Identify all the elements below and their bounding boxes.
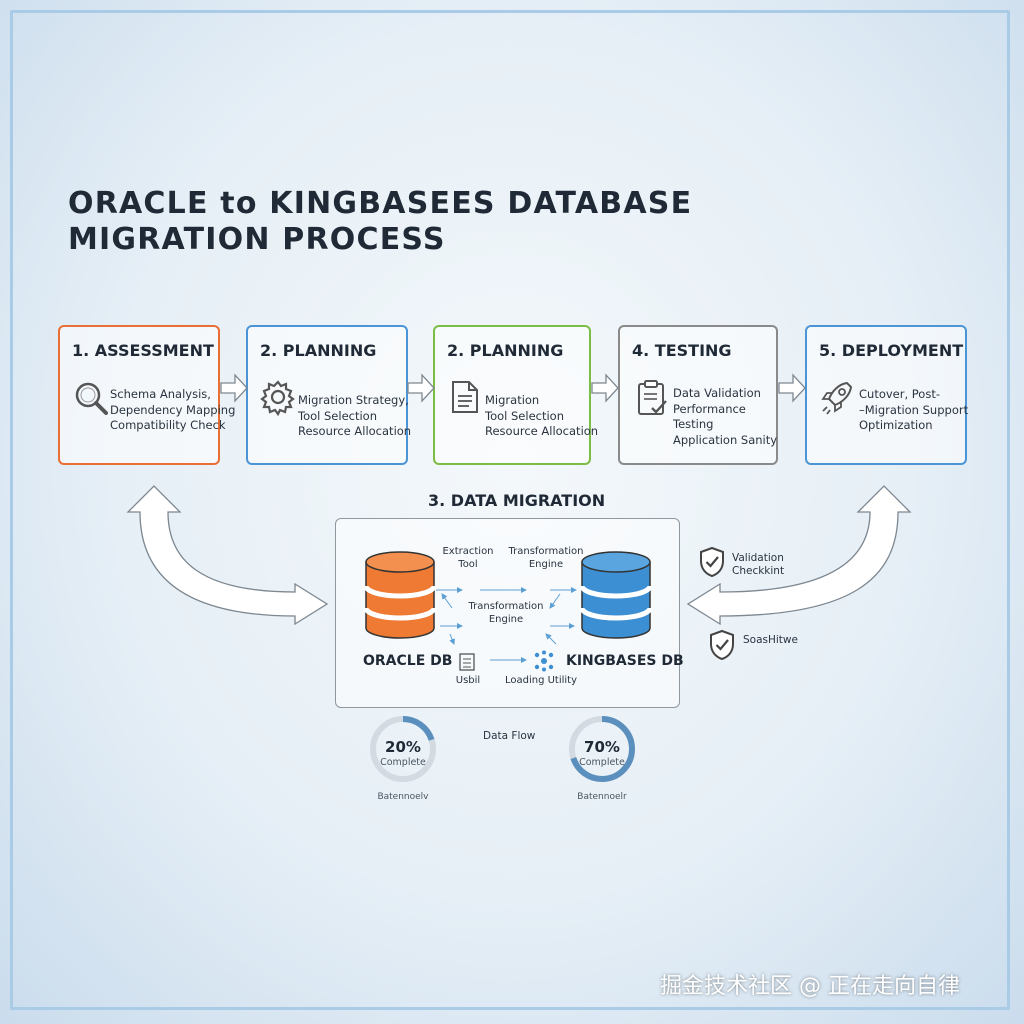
shield-check-icon (700, 546, 724, 578)
step-box-planning-2: 2. PLANNING Migration Tool Selection Res… (433, 325, 598, 465)
extraction-tool-label: Extraction Tool (436, 545, 500, 571)
page-frame (10, 10, 1010, 1010)
step-line: Application Sanity (673, 432, 778, 447)
step-details: Migration Tool Selection Resource Alloca… (485, 393, 598, 440)
label-line: Engine (488, 614, 524, 625)
gear-icon (260, 380, 295, 417)
step-line: Performance (673, 401, 746, 416)
step-title: 2. PLANNING (447, 341, 564, 360)
step-title: 5. DEPLOYMENT (819, 341, 964, 360)
arrow-right-icon (220, 373, 248, 403)
page-title: ORACLE to KINGBASEES DATABASE MIGRATION … (68, 186, 692, 258)
step-line: Schema Analysis, (110, 387, 211, 401)
data-flow-label: Data Flow (483, 730, 536, 742)
step-details: Cutover, Post- –Migration Support Optimi… (859, 387, 968, 434)
kingbase-database-icon (579, 551, 653, 639)
transformation-engine-mid-label: Transformation Engine (467, 600, 545, 626)
step-details: Migration Strategy, Tool Selection Resou… (298, 393, 411, 440)
progress-left-sub: Complete (380, 757, 426, 768)
step-box-planning: 2. PLANNING Migration Strategy, Tool Sel… (246, 325, 411, 465)
step-line: Migration Strategy, (298, 393, 409, 407)
step-box-testing: 4. TESTING Data Validation Performance T… (618, 325, 778, 465)
progress-right-sub: Complete (579, 757, 625, 768)
step-details: Data Validation Performance Testing Appl… (673, 386, 777, 448)
validation-checkpoint-label: Validation Checkkint (732, 552, 784, 578)
data-migration-title: 3. DATA MIGRATION (428, 491, 606, 510)
arrow-right-icon (407, 373, 435, 403)
rocket-icon (821, 381, 853, 415)
progress-left-caption: Batennoelv (377, 792, 429, 802)
usbil-label: Usbil (455, 675, 481, 686)
target-db-label: KINGBASES DB (566, 653, 684, 669)
step-title: 4. TESTING (632, 341, 732, 360)
document-icon (452, 381, 478, 413)
title-line-1: ORACLE to KINGBASEES DATABASE (68, 186, 693, 221)
step-line: –Migration Support (859, 402, 969, 417)
source-db-label: ORACLE DB (363, 653, 453, 669)
label-line: Checkkint (732, 565, 785, 577)
watermark: 掘金技术社区 @ 正在走向自律 (660, 974, 960, 999)
step-line: Resource Allocation (298, 424, 412, 438)
step-line: Data Validation (673, 386, 761, 400)
step-line: Cutover, Post- (859, 387, 940, 401)
soashitwe-label: SoasHitwe (743, 634, 798, 646)
progress-left-percent: 20% (385, 738, 421, 756)
progress-ring-left (370, 716, 436, 782)
step-title: 1. ASSESSMENT (72, 341, 214, 360)
label-line: Extraction (442, 546, 494, 557)
shield-check-icon (710, 629, 734, 661)
curved-arrow-right (686, 485, 912, 626)
progress-right-percent: 70% (584, 738, 620, 756)
step-details: Schema Analysis, Dependency Mapping Comp… (110, 387, 235, 434)
label-line: Transformation (468, 601, 544, 612)
arrow-right-icon (591, 373, 619, 403)
step-line: Tool Selection (298, 408, 377, 423)
step-line: Tool Selection (485, 408, 564, 423)
step-line: Migration (485, 393, 540, 407)
arrow-right-icon (778, 373, 806, 403)
transformation-engine-top-label: Transformation Engine (508, 545, 584, 571)
progress-ring-right (569, 716, 635, 782)
step-line: Compatibility Check (110, 418, 226, 432)
step-line: Testing (673, 417, 714, 431)
label-line: Transformation (508, 546, 584, 557)
label-line: Tool (458, 559, 478, 570)
oracle-database-icon (363, 551, 437, 639)
magnifier-icon (75, 382, 108, 415)
title-line-2: MIGRATION PROCESS (68, 222, 446, 257)
curved-arrow-left (126, 485, 329, 626)
progress-ring-right-fill (569, 716, 635, 782)
network-icon (534, 650, 554, 672)
label-line: Engine (528, 559, 564, 570)
loading-utility-label: Loading Utility (504, 675, 578, 686)
step-line: Resource Allocation (485, 424, 599, 438)
label-line: Validation (732, 552, 784, 564)
server-icon (459, 653, 475, 671)
clipboard-check-icon (638, 380, 667, 415)
step-line: Optimization (859, 418, 933, 432)
step-box-assessment: 1. ASSESSMENT Schema Analysis, Dependenc… (58, 325, 235, 465)
progress-right-caption: Batennoelr (577, 792, 627, 802)
step-box-deployment: 5. DEPLOYMENT Cutover, Post- –Migration … (805, 325, 968, 465)
flow-arrows (436, 587, 577, 663)
step-title: 2. PLANNING (260, 341, 377, 360)
step-line: Dependency Mapping (110, 402, 236, 417)
progress-ring-left-fill (370, 716, 436, 782)
